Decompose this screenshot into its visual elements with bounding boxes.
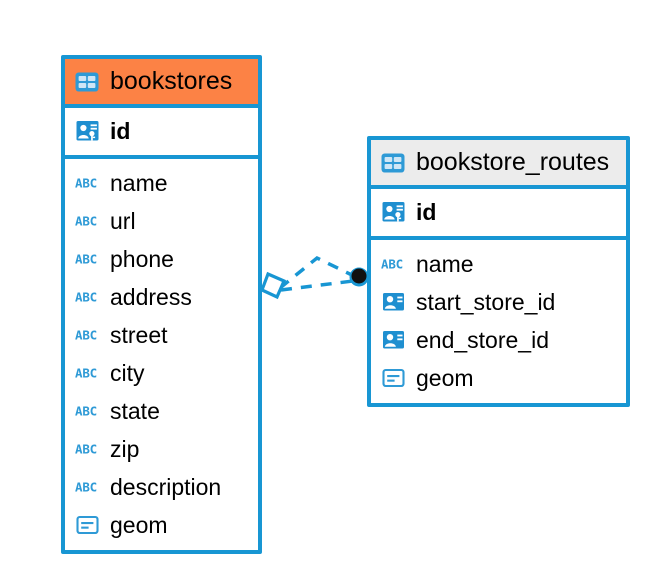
text-field-icon: ABC	[381, 255, 407, 273]
primary-key-section-bookstores: id	[65, 108, 258, 159]
entity-bookstore-routes[interactable]: bookstore_routes id	[367, 136, 630, 407]
text-field-icon: ABC	[75, 174, 101, 192]
svg-text:ABC: ABC	[75, 328, 97, 343]
field-row-end-store-id[interactable]: end_store_id	[371, 321, 626, 359]
foreign-key-icon	[381, 327, 407, 353]
svg-text:ABC: ABC	[75, 404, 97, 419]
entity-header-bookstores[interactable]: bookstores	[65, 59, 258, 108]
field-label: end_store_id	[416, 326, 549, 353]
field-label: phone	[110, 245, 174, 272]
field-row-name[interactable]: ABC name	[371, 245, 626, 283]
diamond-marker	[259, 271, 287, 300]
field-label: city	[110, 359, 145, 386]
field-row-state[interactable]: ABC state	[65, 392, 258, 430]
svg-text:ABC: ABC	[75, 252, 97, 267]
field-row-primary-key[interactable]: id	[371, 193, 626, 231]
field-row-zip[interactable]: ABC zip	[65, 430, 258, 468]
svg-text:ABC: ABC	[75, 290, 97, 305]
text-field-icon: ABC	[75, 478, 101, 496]
text-field-icon: ABC	[75, 364, 101, 382]
entity-bookstores[interactable]: bookstores id	[61, 55, 262, 554]
filled-circle-marker	[349, 267, 369, 287]
table-icon	[74, 69, 100, 95]
svg-text:ABC: ABC	[75, 176, 97, 191]
text-field-icon: ABC	[75, 250, 101, 268]
field-label: url	[110, 207, 136, 234]
text-field-icon: ABC	[75, 440, 101, 458]
blob-field-icon	[75, 512, 101, 538]
text-field-icon: ABC	[75, 288, 101, 306]
field-label: start_store_id	[416, 288, 556, 315]
columns-section-bookstores: ABC name ABC url ABC p	[65, 159, 258, 550]
primary-key-icon	[381, 199, 407, 225]
entity-title: bookstores	[110, 67, 233, 95]
text-field-icon: ABC	[75, 402, 101, 420]
field-label: name	[416, 250, 474, 277]
svg-text:ABC: ABC	[381, 257, 403, 272]
field-row-name[interactable]: ABC name	[65, 164, 258, 202]
entity-header-bookstore-routes[interactable]: bookstore_routes	[371, 140, 626, 189]
field-label: street	[110, 321, 168, 348]
primary-key-section-bookstore-routes: id	[371, 189, 626, 240]
foreign-key-icon	[381, 289, 407, 315]
text-field-icon: ABC	[75, 212, 101, 230]
field-label: id	[110, 117, 131, 144]
field-label: address	[110, 283, 192, 310]
field-label: geom	[110, 511, 168, 538]
field-label: geom	[416, 364, 474, 391]
relationship-line-upper	[278, 255, 357, 290]
field-row-start-store-id[interactable]: start_store_id	[371, 283, 626, 321]
field-row-geom[interactable]: geom	[65, 506, 258, 544]
entity-title: bookstore_routes	[416, 148, 610, 176]
field-label: name	[110, 169, 168, 196]
field-row-address[interactable]: ABC address	[65, 278, 258, 316]
table-icon	[380, 150, 406, 176]
svg-text:ABC: ABC	[75, 442, 97, 457]
field-row-city[interactable]: ABC city	[65, 354, 258, 392]
primary-key-icon	[75, 118, 101, 144]
field-row-phone[interactable]: ABC phone	[65, 240, 258, 278]
field-label: id	[416, 198, 437, 225]
svg-text:ABC: ABC	[75, 480, 97, 495]
relationship-line-lower	[280, 279, 354, 292]
field-row-geom[interactable]: geom	[371, 359, 626, 397]
svg-text:ABC: ABC	[75, 214, 97, 229]
field-label: zip	[110, 435, 140, 462]
field-label: state	[110, 397, 160, 424]
field-row-url[interactable]: ABC url	[65, 202, 258, 240]
blob-field-icon	[381, 365, 407, 391]
field-row-description[interactable]: ABC description	[65, 468, 258, 506]
field-row-street[interactable]: ABC street	[65, 316, 258, 354]
text-field-icon: ABC	[75, 326, 101, 344]
svg-text:ABC: ABC	[75, 366, 97, 381]
columns-section-bookstore-routes: ABC name start_store_id	[371, 240, 626, 403]
field-label: description	[110, 473, 222, 500]
field-row-primary-key[interactable]: id	[65, 112, 258, 150]
